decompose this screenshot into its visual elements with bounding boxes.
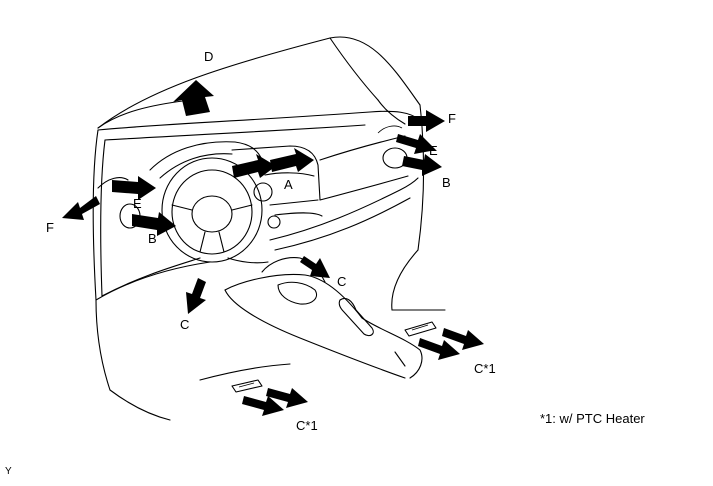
label-c1-rear-right: C*1 — [474, 361, 496, 376]
arrow-a-2 — [270, 148, 314, 172]
arrow-c1-right-1 — [418, 338, 460, 360]
vent-labels: D A E B F F E B C C C*1 C*1 *1: w/ PTC H… — [5, 49, 645, 477]
label-c-center: C — [337, 274, 346, 289]
label-d: D — [204, 49, 213, 64]
dashboard-outline — [92, 36, 446, 421]
label-b-right: B — [442, 175, 451, 190]
arrow-c1-left-2 — [266, 388, 308, 408]
arrow-c-floor — [186, 278, 206, 314]
arrow-b-left — [132, 212, 176, 236]
airflow-arrows — [62, 80, 484, 416]
label-f-right: F — [448, 111, 456, 126]
arrow-a-1 — [232, 154, 276, 178]
arrow-c1-right-2 — [442, 328, 484, 350]
label-e-right: E — [429, 143, 438, 158]
label-b-left: B — [148, 231, 157, 246]
footnote: *1: w/ PTC Heater — [540, 411, 645, 426]
corner-mark: Y — [5, 466, 12, 477]
arrow-c1-left-1 — [242, 396, 284, 416]
arrow-e-left — [112, 176, 156, 200]
label-c-floor: C — [180, 317, 189, 332]
label-f-left: F — [46, 220, 54, 235]
arrow-c-center — [300, 256, 330, 278]
label-c1-rear-left: C*1 — [296, 418, 318, 433]
arrow-f-left — [62, 196, 100, 220]
arrow-e-right — [396, 134, 436, 154]
arrow-d — [173, 80, 214, 116]
arrow-b-right — [402, 154, 442, 176]
label-e-left: E — [133, 196, 142, 211]
label-a: A — [284, 177, 293, 192]
arrow-f-right — [408, 110, 445, 132]
